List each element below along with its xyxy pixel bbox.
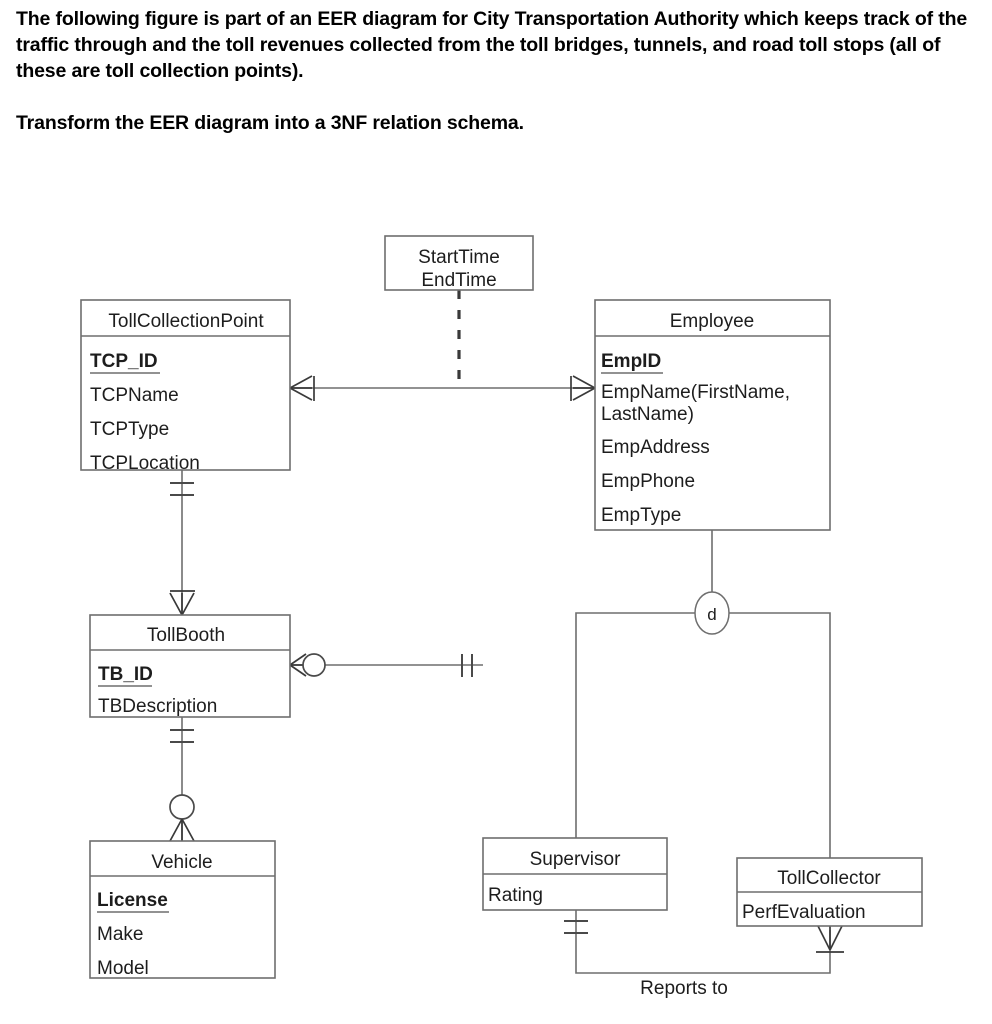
vehicle-box [89, 840, 276, 979]
toll-booth-attr-1: TBDescription [98, 696, 217, 717]
employee-attr-1: EmpName(FirstName, [601, 382, 790, 403]
prompt-text-block: The following figure is part of an EER d… [16, 6, 976, 136]
entity-vehicle[interactable]: Vehicle License Make Model [89, 840, 276, 979]
connector-tollbooth-supervisor [289, 653, 483, 677]
disjoint-symbol: d [707, 605, 716, 624]
connector-employee-specialization: d [575, 530, 831, 858]
mandatory-one-bars-tcp [170, 482, 194, 496]
crowsfoot-employee-side [570, 375, 596, 401]
vehicle-attr-0: License [97, 890, 168, 911]
disjoint-specialization-circle [694, 591, 730, 635]
connector-tollbooth-vehicle [169, 717, 195, 842]
optional-circle-supervisor-rel [302, 653, 326, 677]
eer-diagram: d Reports to StartTime EndTime TollColle… [0, 190, 992, 1024]
prompt-paragraph-2: Transform the EER diagram into a 3NF rel… [16, 112, 524, 134]
connector-tcp-employee [289, 375, 596, 401]
prompt-paragraph-1: The following figure is part of an EER d… [16, 8, 968, 82]
vehicle-title: Vehicle [151, 852, 212, 873]
toll-collection-point-attr-3: TCPLocation [90, 453, 200, 474]
mandatory-one-bars-supervisor-left [461, 654, 473, 677]
employee-box [594, 299, 831, 531]
employee-attr-2: LastName) [601, 404, 694, 425]
toll-collection-point-box [80, 299, 291, 471]
employee-attr-0: EmpID [601, 351, 661, 372]
supervisor-attr-0: Rating [488, 885, 543, 906]
start-end-time-box [384, 235, 534, 291]
vehicle-attr-2: Model [97, 958, 149, 979]
toll-collector-title: TollCollector [777, 868, 881, 889]
entity-toll-collection-point[interactable]: TollCollectionPoint TCP_ID TCPName TCPTy… [80, 299, 291, 474]
reports-to-label: Reports to [640, 978, 728, 999]
toll-collection-point-attr-1: TCPName [90, 385, 179, 406]
entity-toll-booth[interactable]: TollBooth TB_ID TBDescription [89, 614, 291, 718]
vehicle-attr-1: Make [97, 924, 143, 945]
crowsfoot-tollbooth-top [169, 590, 195, 616]
crowsfoot-tollcollector-bottom [816, 925, 844, 953]
connector-reports-to: Reports to [564, 910, 844, 999]
entity-toll-collector[interactable]: TollCollector PerfEvaluation [736, 857, 923, 927]
toll-booth-box [89, 614, 291, 718]
start-time-label: StartTime [418, 247, 500, 268]
paragraph-spacer [16, 84, 976, 110]
employee-attr-5: EmpType [601, 505, 681, 526]
toll-collection-point-attr-0: TCP_ID [90, 351, 158, 372]
mandatory-one-bars-tollbooth-bottom [170, 729, 194, 743]
supervisor-title: Supervisor [530, 849, 621, 870]
crowsfoot-tcp-side [289, 375, 315, 401]
employee-title: Employee [670, 311, 755, 332]
toll-collection-point-title: TollCollectionPoint [108, 311, 264, 332]
toll-collection-point-attr-2: TCPType [90, 419, 169, 440]
entity-start-end-time[interactable]: StartTime EndTime [384, 235, 534, 291]
crowsfoot-vehicle-top [169, 818, 195, 842]
toll-booth-attr-0: TB_ID [98, 664, 153, 685]
optional-circle-vehicle [169, 794, 195, 820]
toll-collector-attr-0: PerfEvaluation [742, 902, 866, 923]
connector-tcp-tollbooth [169, 470, 195, 616]
entity-supervisor[interactable]: Supervisor Rating [482, 837, 668, 911]
entity-employee[interactable]: Employee EmpID EmpName(FirstName, LastNa… [594, 299, 831, 531]
toll-booth-title: TollBooth [147, 625, 225, 646]
mandatory-one-bars-supervisor-bottom [564, 920, 588, 934]
employee-attr-4: EmpPhone [601, 471, 695, 492]
employee-attr-3: EmpAddress [601, 437, 710, 458]
end-time-label: EndTime [421, 270, 496, 291]
